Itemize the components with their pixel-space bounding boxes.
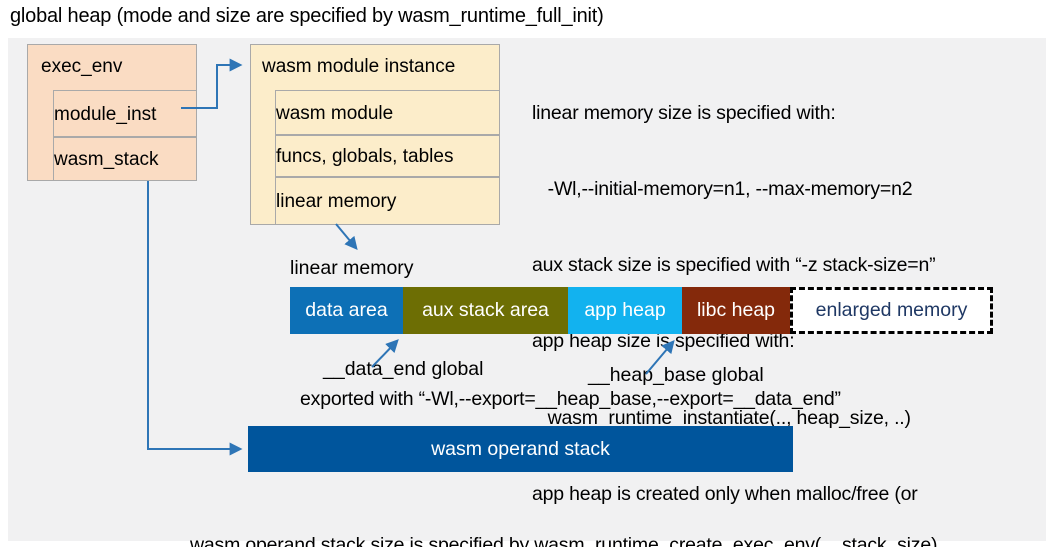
wasm-operand-stack-bar: wasm operand stack [248, 426, 793, 472]
note-line: app heap is created only when malloc/fre… [532, 482, 918, 505]
note-line: aux stack size is specified with “-z sta… [532, 254, 936, 277]
note-line: wasm_runtime_instantiate(.., heap_size, … [532, 406, 911, 429]
data-end-global-label: __data_end global [323, 358, 484, 380]
wasm-stack-box: wasm_stack [53, 137, 197, 181]
segment-app-heap: app heap [568, 287, 682, 334]
segment-data-area: data area [290, 287, 403, 334]
linear-memory-bar-label: linear memory [290, 257, 414, 279]
note-line: -Wl,--initial-memory=n1, --max-memory=n2 [532, 178, 913, 201]
funcs-globals-tables-row: funcs, globals, tables [275, 135, 500, 177]
operand-stack-size-note: wasm operand stack size is specified by … [190, 480, 1050, 547]
linear-memory-row: linear memory [275, 177, 500, 225]
segment-libc-heap: libc heap [682, 287, 790, 334]
note-line: linear memory size is specified with: [532, 101, 836, 124]
exported-with-label: exported with “-Wl,--export=__heap_base,… [300, 388, 841, 410]
module-inst-box: module_inst [53, 90, 197, 137]
exec-env-label: exec_env [41, 56, 123, 77]
diagram-title: global heap (mode and size are specified… [10, 5, 604, 27]
segment-enlarged-memory: enlarged memory [790, 287, 993, 334]
wasm-module-instance-label: wasm module instance [262, 56, 456, 77]
footer-line: wasm operand stack size is specified by … [190, 534, 938, 547]
heap-base-global-label: __heap_base global [588, 364, 764, 386]
memory-size-notes: linear memory size is specified with: -W… [532, 50, 1042, 547]
wasm-module-row: wasm module [275, 90, 500, 135]
segment-aux-stack-area: aux stack area [403, 287, 568, 334]
